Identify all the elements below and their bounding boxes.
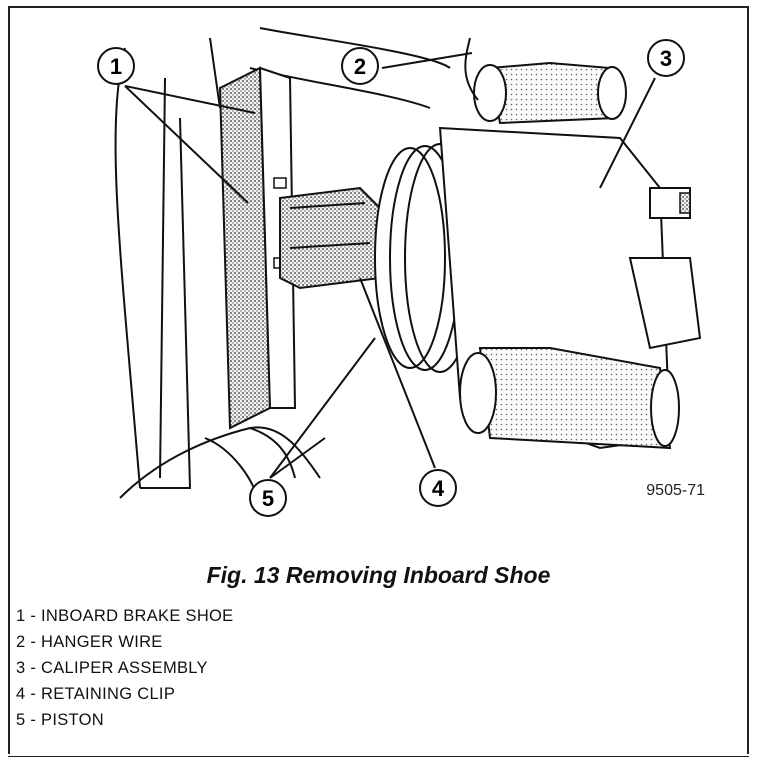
retaining-clip: [279, 186, 381, 290]
callout-5: 5: [249, 479, 287, 517]
legend-item: 3 - CALIPER ASSEMBLY: [16, 659, 208, 677]
legend-item: 2 - HANGER WIRE: [16, 633, 163, 651]
hand-outline: [119, 426, 321, 509]
svg-text:1: 1: [110, 54, 122, 79]
svg-text:5: 5: [262, 486, 274, 511]
legend-item: 5 - PISTON: [16, 711, 104, 729]
callout-3: 3: [647, 39, 685, 77]
figure-id: 9505-71: [646, 482, 705, 499]
inboard-brake-shoe: [218, 66, 297, 430]
callout-2: 2: [341, 47, 379, 85]
caliper-assembly: [438, 61, 702, 450]
svg-text:4: 4: [432, 476, 445, 501]
callout-legend: 1 - INBOARD BRAKE SHOE 2 - HANGER WIRE 3…: [16, 603, 233, 733]
brake-caliper-illustration: 1 2 3 4 5: [97, 27, 702, 517]
svg-text:2: 2: [354, 54, 366, 79]
callout-leaders: [124, 52, 656, 479]
figure-frame: [8, 6, 749, 754]
callout-1: 1: [97, 47, 135, 85]
legend-item: 4 - RETAINING CLIP: [16, 685, 176, 703]
legend-item: 1 - INBOARD BRAKE SHOE: [16, 607, 234, 625]
piston: [374, 143, 476, 373]
figure-caption: Fig. 13 Removing Inboard Shoe: [206, 562, 551, 588]
callout-4: 4: [419, 469, 457, 507]
svg-text:3: 3: [660, 46, 672, 71]
hanger-wire: [464, 37, 479, 101]
rotor-outline: [114, 27, 451, 489]
